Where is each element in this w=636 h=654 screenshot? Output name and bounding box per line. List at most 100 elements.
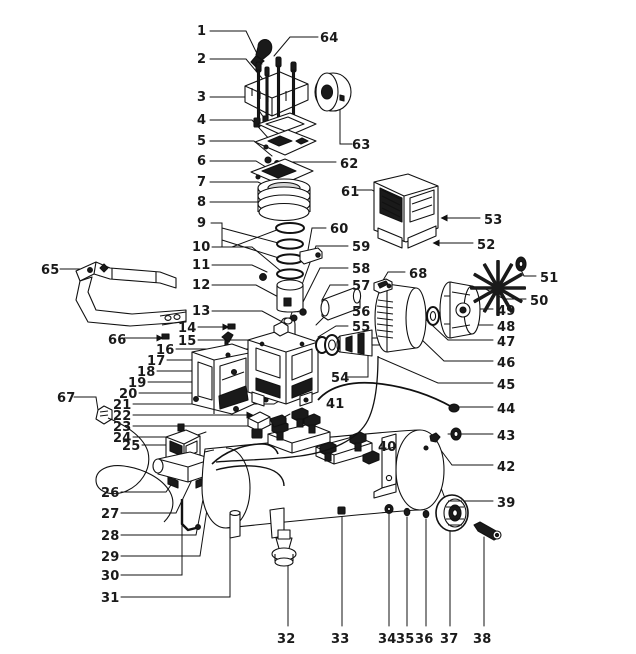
callout-6[interactable]: 6 xyxy=(197,154,207,169)
callout-55[interactable]: 55 xyxy=(352,320,371,335)
part-switch-hose xyxy=(211,443,285,487)
callout-43[interactable]: 43 xyxy=(497,429,516,444)
part-crankshaft-assembly xyxy=(290,247,395,357)
callout-57[interactable]: 57 xyxy=(352,279,371,294)
callout-64[interactable]: 64 xyxy=(320,31,339,46)
callout-9[interactable]: 9 xyxy=(197,216,207,231)
part-geometry xyxy=(75,38,527,567)
part-mounting-pads xyxy=(267,413,380,465)
part-tank-foot xyxy=(269,507,297,567)
part-cable-clamp xyxy=(373,278,393,294)
callout-30[interactable]: 30 xyxy=(101,569,120,584)
callout-53[interactable]: 53 xyxy=(484,213,503,228)
callout-56[interactable]: 56 xyxy=(352,305,371,320)
callout-26[interactable]: 26 xyxy=(101,486,120,501)
callout-40[interactable]: 40 xyxy=(378,440,397,455)
callout-41[interactable]: 41 xyxy=(326,397,345,412)
part-crankcase-body xyxy=(247,321,319,407)
part-bracket-hardware xyxy=(384,504,430,519)
callout-25[interactable]: 25 xyxy=(122,439,141,454)
callout-36[interactable]: 36 xyxy=(415,632,434,647)
callout-24[interactable]: 24 xyxy=(113,431,132,446)
part-drain-valve xyxy=(180,499,201,532)
callout-33[interactable]: 33 xyxy=(331,632,350,647)
callout-65[interactable]: 65 xyxy=(41,263,60,278)
callout-1[interactable]: 1 xyxy=(197,24,207,39)
callout-61[interactable]: 61 xyxy=(341,185,360,200)
callout-59[interactable]: 59 xyxy=(352,240,371,255)
part-pulley xyxy=(314,72,352,112)
callout-54[interactable]: 54 xyxy=(331,371,350,386)
callout-14[interactable]: 14 xyxy=(178,321,197,336)
part-tank-outlet-tube xyxy=(229,510,241,539)
callout-5[interactable]: 5 xyxy=(197,134,207,149)
callout-38[interactable]: 38 xyxy=(473,632,492,647)
callout-29[interactable]: 29 xyxy=(101,550,120,565)
callout-67[interactable]: 67 xyxy=(57,391,76,406)
callout-22[interactable]: 22 xyxy=(113,409,132,424)
part-motor-cord xyxy=(215,355,379,463)
callout-45[interactable]: 45 xyxy=(497,378,516,393)
part-union-fitting xyxy=(247,411,287,439)
part-axle-bolt xyxy=(473,521,502,541)
callout-20[interactable]: 20 xyxy=(119,387,138,402)
part-head-gasket xyxy=(257,112,317,138)
part-valve-plate xyxy=(254,129,317,156)
part-crankcase-fastener xyxy=(291,407,309,428)
callout-19[interactable]: 19 xyxy=(128,376,147,391)
part-elbow-fitting xyxy=(250,38,273,68)
callout-66[interactable]: 66 xyxy=(108,333,127,348)
callout-15[interactable]: 15 xyxy=(178,334,197,349)
callout-68[interactable]: 68 xyxy=(409,267,428,282)
callout-3[interactable]: 3 xyxy=(197,90,207,105)
callout-28[interactable]: 28 xyxy=(101,529,120,544)
callout-13[interactable]: 13 xyxy=(192,304,211,319)
callout-21[interactable]: 21 xyxy=(113,398,132,413)
callout-12[interactable]: 12 xyxy=(192,278,211,293)
part-tank-bolt xyxy=(337,506,346,515)
callout-51[interactable]: 51 xyxy=(540,271,559,286)
callout-4[interactable]: 4 xyxy=(197,113,207,128)
part-motor-bearing xyxy=(426,306,440,326)
callout-46[interactable]: 46 xyxy=(497,356,516,371)
part-power-cord xyxy=(95,405,174,523)
part-piston xyxy=(259,273,304,313)
part-handle xyxy=(75,261,187,340)
callout-8[interactable]: 8 xyxy=(197,195,207,210)
callout-10[interactable]: 10 xyxy=(192,240,211,255)
part-lower-valve-plate xyxy=(250,158,314,186)
callout-58[interactable]: 58 xyxy=(352,262,371,277)
callout-47[interactable]: 47 xyxy=(497,335,516,350)
callout-63[interactable]: 63 xyxy=(352,138,371,153)
callout-11[interactable]: 11 xyxy=(192,258,211,273)
part-piston-rings xyxy=(275,222,305,280)
callout-62[interactable]: 62 xyxy=(340,157,359,172)
callout-37[interactable]: 37 xyxy=(440,632,459,647)
callout-39[interactable]: 39 xyxy=(497,496,516,511)
callout-42[interactable]: 42 xyxy=(497,460,516,475)
part-wheel xyxy=(435,494,469,532)
callout-50[interactable]: 50 xyxy=(530,294,549,309)
part-pressure-switch xyxy=(152,423,219,489)
callout-17[interactable]: 17 xyxy=(147,354,166,369)
callout-2[interactable]: 2 xyxy=(197,52,207,67)
part-motor-housing xyxy=(374,283,427,353)
callout-44[interactable]: 44 xyxy=(497,402,516,417)
callout-49[interactable]: 49 xyxy=(497,304,516,319)
callout-18[interactable]: 18 xyxy=(137,365,156,380)
callout-60[interactable]: 60 xyxy=(330,222,349,237)
callout-16[interactable]: 16 xyxy=(156,343,175,358)
part-cylinder-barrel xyxy=(257,178,311,222)
callout-23[interactable]: 23 xyxy=(113,420,132,435)
callout-31[interactable]: 31 xyxy=(101,591,120,606)
part-tank-bracket xyxy=(373,433,397,499)
callout-48[interactable]: 48 xyxy=(497,320,516,335)
callout-52[interactable]: 52 xyxy=(477,238,496,253)
callout-7[interactable]: 7 xyxy=(197,175,207,190)
callout-34[interactable]: 34 xyxy=(378,632,397,647)
callout-32[interactable]: 32 xyxy=(277,632,296,647)
callout-35[interactable]: 35 xyxy=(396,632,415,647)
part-fan-shroud xyxy=(373,173,439,249)
callout-27[interactable]: 27 xyxy=(101,507,120,522)
